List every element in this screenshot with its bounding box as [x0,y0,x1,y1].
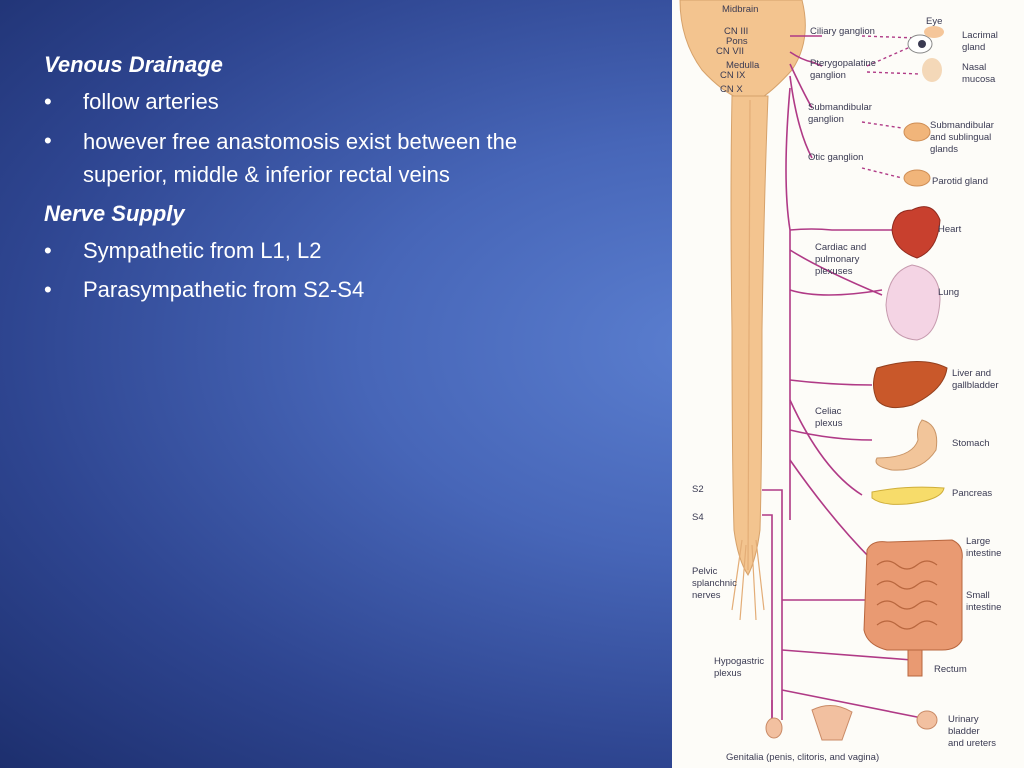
bullet-list-nerve: • Sympathetic from L1, L2 • Parasympatheti… [44,235,654,306]
lung-shape [885,264,941,341]
nasal-mucosa-shape [922,58,942,82]
label-genitalia: Genitalia (penis, clitoris, and vagina) [726,752,879,763]
label-ciliary-ganglion: Ciliary ganglion [810,26,875,37]
bullet-list-venous: • follow arteries • however free anastomos… [44,86,654,191]
stomach-shape [875,419,938,471]
label-eye: Eye [926,16,942,27]
label-bladder-1: Urinary [948,714,979,725]
bullet-glyph: • [44,277,52,302]
section-heading-venous-drainage: Venous Drainage [44,52,223,77]
label-midbrain: Midbrain [722,4,758,15]
bullet-item: • Sympathetic from L1, L2 [44,235,654,267]
label-liver-2: gallbladder [952,380,998,391]
bullet-glyph: • [44,128,52,153]
label-stomach: Stomach [952,438,990,449]
label-cn9: CN IX [720,70,746,81]
label-bladder-2: bladder [948,726,980,737]
pancreas-shape [871,486,945,505]
eye-pupil [918,40,926,48]
label-pelvic-3: nerves [692,590,721,601]
rectum-shape [907,649,923,677]
label-hypogastric-1: Hypogastric [714,656,764,667]
label-celiac-1: Celiac [815,406,842,417]
label-medulla: Medulla [726,60,760,71]
label-lacrimal-1: Lacrimal [962,30,998,41]
label-submandibular-glands-2: and sublingual [930,132,991,143]
small-intestine-coils [876,560,938,630]
label-cardiac-2: pulmonary [815,254,860,265]
bullet-text: follow arteries [83,89,219,114]
label-pancreas: Pancreas [952,488,992,499]
label-submandibular-glands-3: glands [930,144,958,155]
genitalia-shape-1 [765,717,783,739]
label-small-intestine-2: intestine [966,602,1001,613]
label-heart: Heart [938,224,962,235]
liver-shape [873,361,948,409]
parasympathetic-diagram: Midbrain CN III Pons CN VII Medulla CN I… [672,0,1024,768]
label-parotid: Parotid gland [932,176,988,187]
genitalia-shape-2 [811,705,853,741]
cranial-nerve-lines [785,35,823,520]
label-submandibular-glands-1: Submandibular [930,120,994,131]
bladder-shape [916,710,938,730]
label-s2: S2 [692,484,704,495]
bullet-text: Sympathetic from L1, L2 [83,238,322,263]
label-cn7: CN VII [716,46,744,57]
large-intestine-shape [863,539,963,651]
bullet-item: • however free anastomosis exist between … [44,125,654,191]
label-submandibular-ganglion-1: Submandibular [808,102,872,113]
section-heading-nerve-supply: Nerve Supply [44,201,185,226]
label-liver-1: Liver and [952,368,991,379]
slide-text-panel: Venous Drainage • follow arteries • howeve… [44,50,654,314]
label-s4: S4 [692,512,704,523]
cauda-nerves [731,539,765,621]
label-cardiac-3: plexuses [815,266,853,277]
label-celiac-2: plexus [815,418,843,429]
bullet-text: however free anastomosis exist between t… [83,129,518,187]
postganglionic-lines [861,35,921,179]
label-small-intestine-1: Small [966,590,990,601]
label-pelvic-1: Pelvic [692,566,718,577]
label-pons: Pons [726,36,748,47]
submandibular-gland-shape [903,122,931,142]
label-cardiac-1: Cardiac and [815,242,866,253]
label-cn10: CN X [720,84,743,95]
diagram-svg: Midbrain CN III Pons CN VII Medulla CN I… [679,0,1001,763]
label-lacrimal-2: gland [962,42,985,53]
label-rectum: Rectum [934,664,967,675]
label-bladder-3: and ureters [948,738,996,749]
vagus-branches [762,228,933,721]
bullet-item: • follow arteries [44,86,654,118]
label-nasal-1: Nasal [962,62,986,73]
spinal-cord-center [747,99,751,571]
label-large-intestine-2: intestine [966,548,1001,559]
lacrimal-gland-shape [924,26,944,38]
label-nasal-2: mucosa [962,74,996,85]
bullet-glyph: • [44,238,52,263]
bullet-item: • Parasympathetic from S2-S4 [44,274,654,306]
label-pterygopalatine-1: Pterygopalatine [810,58,876,69]
label-hypogastric-2: plexus [714,668,742,679]
label-large-intestine-1: Large [966,536,990,547]
label-cn3: CN III [724,26,748,37]
bullet-glyph: • [44,89,52,114]
heart-shape [891,206,941,259]
label-pterygopalatine-2: ganglion [810,70,846,81]
bullet-text: Parasympathetic from S2-S4 [83,277,365,302]
label-otic-ganglion: Otic ganglion [808,152,863,163]
parotid-gland-shape [903,169,931,187]
label-lung: Lung [938,287,959,298]
label-submandibular-ganglion-2: ganglion [808,114,844,125]
label-pelvic-2: splanchnic [692,578,737,589]
